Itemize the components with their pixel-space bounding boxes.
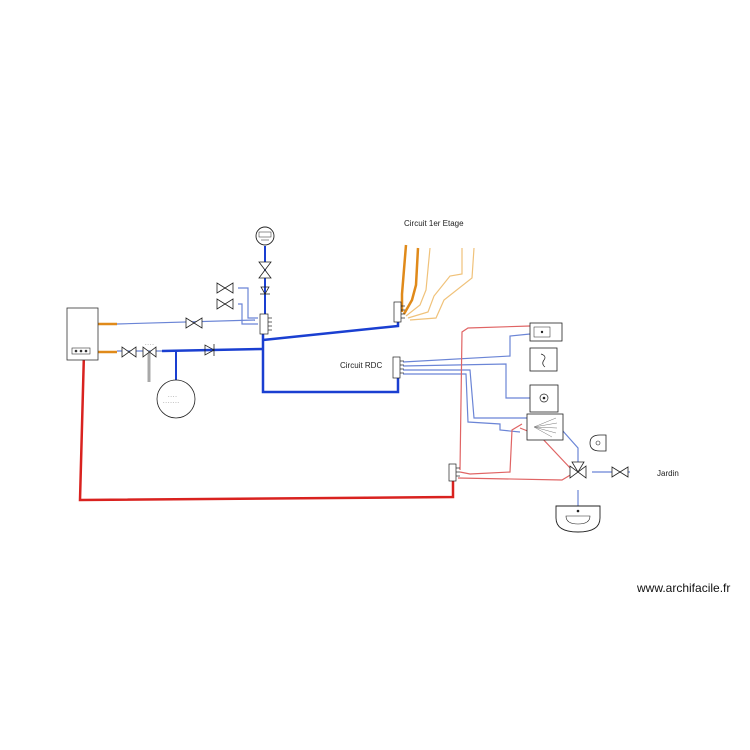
etage-pipes [400,244,475,321]
valve-branch-1 [238,287,258,319]
circuit-etage-label: Circuit 1er Etage [404,219,464,228]
circuit-rdc-label: Circuit RDC [340,361,383,370]
shower-icon [529,384,559,413]
svg-text:- - - -: - - - - [168,393,177,398]
washbasin-icon [555,505,601,533]
watermark-link[interactable]: www.archifacile.fr [637,581,731,595]
svg-text:- - - - - - -: - - - - - - - [163,399,180,404]
jardin-label: Jardin [657,469,679,478]
cold-main-riser [261,330,400,394]
rdc-hot-branches [457,325,573,481]
expansion-vessel-icon: - - - - - - - - - - - [156,379,196,419]
cold-to-etage-pipe [262,320,400,342]
cold-main-pipe [161,347,264,353]
bathtub-icon [526,413,564,441]
water-meter-icon [255,226,275,246]
washing-machine-icon [589,434,607,452]
check-valve-icon [204,286,270,356]
manifold-icon [259,301,460,482]
valve-branch-2 [238,303,258,325]
hot-main-pipe [78,351,455,502]
rdc-cold-branches [402,333,630,508]
boiler-icon [66,307,99,361]
valve-icon [121,261,629,479]
toilet-icon [529,347,558,372]
valve-caption: - - - - [145,341,154,346]
sink-icon [529,322,563,342]
